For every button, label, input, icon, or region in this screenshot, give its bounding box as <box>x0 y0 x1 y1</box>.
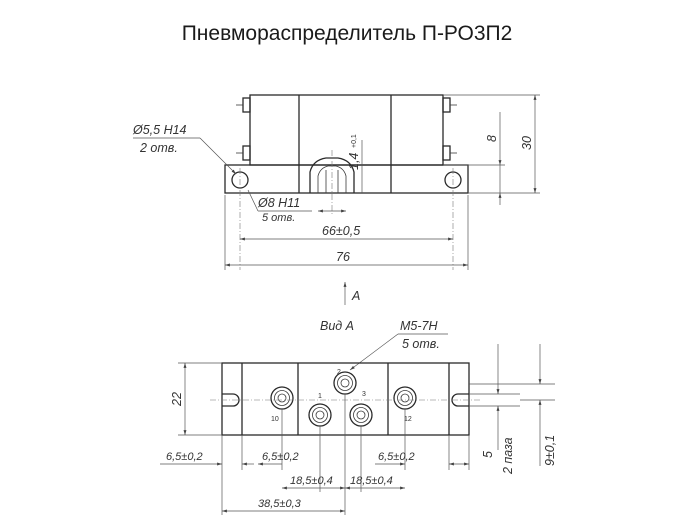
thread-label: М5-7Н <box>400 319 438 333</box>
dim-18-5-a: 18,5±0,4 <box>290 475 333 487</box>
slot-left <box>222 393 240 407</box>
view-arrow-label: А <box>351 289 360 303</box>
bottom-plate <box>221 362 470 436</box>
dim-30: 30 <box>520 136 534 150</box>
port-label-10: 10 <box>271 416 279 423</box>
port-label-1: 1 <box>318 393 322 400</box>
dim-8: 8 <box>485 135 499 142</box>
port-10 <box>270 386 294 410</box>
dim-76: 76 <box>336 250 350 264</box>
dim-38-5: 38,5±0,3 <box>258 498 302 510</box>
thread-count: 5 отв. <box>402 337 440 351</box>
dim-9: 9±0,1 <box>543 435 557 466</box>
port-3 <box>349 403 373 427</box>
port-12 <box>393 386 417 410</box>
port-1 <box>308 403 332 427</box>
hole-port-count: 5 отв. <box>262 212 295 224</box>
hole-mount-count: 2 отв. <box>139 141 178 155</box>
hole-port-label: Ø8 H11 <box>257 196 300 210</box>
dim-1-4: 1,4 <box>347 153 361 170</box>
port-label-3: 3 <box>362 391 366 398</box>
dim-6-5-mid: 6,5±0,2 <box>262 451 299 463</box>
dim-22: 22 <box>170 392 184 407</box>
bottom-view: Вид А М5-7Н 5 отв. 10 1 2 <box>160 319 557 515</box>
port-label-12: 12 <box>404 416 412 423</box>
port-label-2: 2 <box>337 369 341 376</box>
dim-1-4-tolerance: +0,1 <box>351 134 358 148</box>
view-label: Вид А <box>320 319 354 333</box>
dim-18-5-b: 18,5±0,4 <box>350 475 393 487</box>
dim-6-5-right: 6,5±0,2 <box>378 451 415 463</box>
top-view: 1,4 +0,1 Ø5,5 H14 2 отв. Ø8 H11 5 отв. 6… <box>132 94 540 270</box>
view-arrow: А <box>343 282 360 305</box>
page-title: Пневмораспределитель П-РО3П2 <box>181 22 513 45</box>
valve-body <box>249 94 444 166</box>
hole-mount-label: Ø5,5 H14 <box>132 123 187 137</box>
dim-6-5-left: 6,5±0,2 <box>166 451 203 463</box>
dim-5: 5 <box>481 451 495 458</box>
dim-66: 66±0,5 <box>322 224 360 238</box>
dim-2-pazy: 2 паза <box>501 437 515 475</box>
